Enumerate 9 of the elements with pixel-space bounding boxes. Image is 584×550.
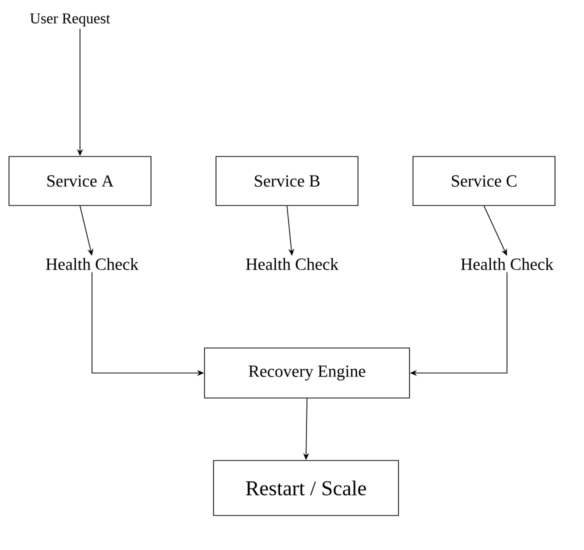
service-box: Service A xyxy=(8,156,152,206)
service-box: Service C xyxy=(412,156,556,206)
action-box: Restart / Scale xyxy=(213,460,399,516)
node-label: Health Check xyxy=(461,258,554,270)
engine-box: Recovery Engine xyxy=(204,348,410,398)
node-label: User Request xyxy=(30,14,110,27)
node-label: Health Check xyxy=(246,258,338,270)
node-label: Health Check xyxy=(46,258,138,270)
service-box: Service B xyxy=(216,156,358,206)
